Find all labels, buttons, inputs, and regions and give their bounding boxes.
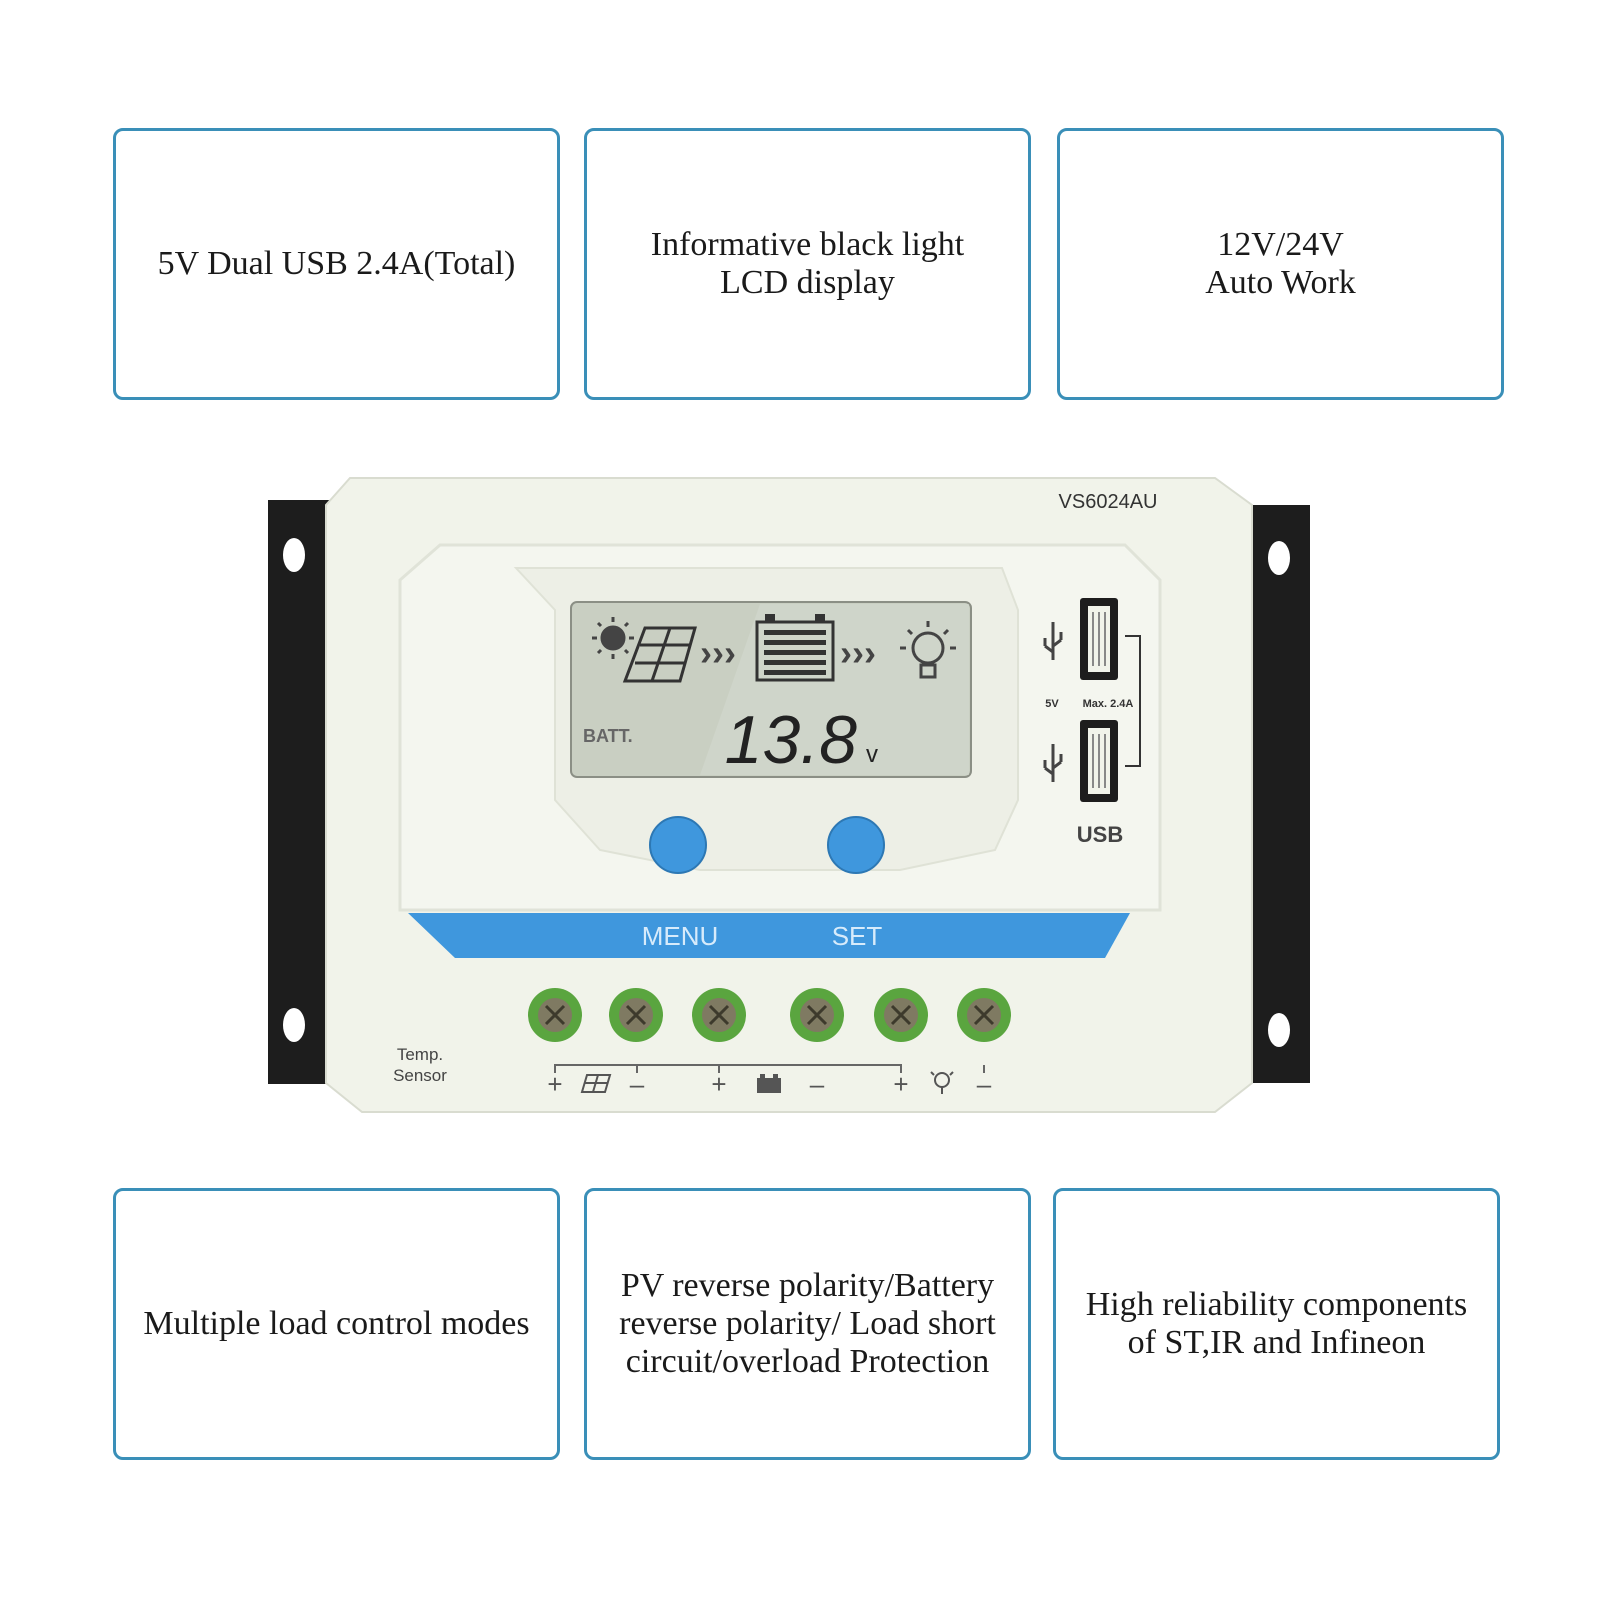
feature-card-protection: PV reverse polarity/Battery reverse pola… — [584, 1188, 1031, 1460]
terminal-pv-negative[interactable] — [609, 988, 663, 1042]
model-number: VS6024AU — [1059, 491, 1158, 513]
light-bulb-icon — [900, 621, 956, 679]
feature-text: 5V Dual USB 2.4A(Total) — [157, 245, 516, 282]
set-label: SET — [832, 921, 883, 951]
feature-text: PV reverse polarity/Battery reverse pola… — [619, 1267, 996, 1380]
usb-spec-current: Max. 2.4A — [1083, 698, 1134, 710]
button-label-strip — [408, 913, 1130, 958]
terminal-sign: – — [810, 1069, 825, 1099]
terminal-load-positive[interactable] — [874, 988, 928, 1042]
menu-label: MENU — [642, 921, 719, 951]
lcd-batt-label: BATT. — [583, 726, 633, 746]
right-bracket — [1252, 505, 1310, 1083]
menu-button[interactable] — [649, 816, 707, 874]
lcd-voltage-readout: 13.8 — [725, 702, 858, 778]
battery-icon — [755, 614, 835, 682]
feature-card-load-modes: Multiple load control modes — [113, 1188, 560, 1460]
solar-panel-icon — [580, 1074, 612, 1093]
terminal-battery-negative[interactable] — [790, 988, 844, 1042]
terminal-load-negative[interactable] — [957, 988, 1011, 1042]
feature-card-lcd: Informative black light LCD display — [584, 128, 1031, 400]
terminal-sign: + — [711, 1069, 726, 1099]
solar-panel-icon — [622, 626, 697, 683]
set-button[interactable] — [827, 816, 885, 874]
lcd-display: ››› ››› BATT. 13.8 v — [570, 601, 972, 778]
terminal-sign: – — [977, 1069, 992, 1099]
flow-arrows-icon: ››› — [840, 632, 876, 673]
terminal-battery-positive[interactable] — [692, 988, 746, 1042]
usb-port-1[interactable] — [1080, 598, 1118, 680]
feature-card-components: High reliability components of ST,IR and… — [1053, 1188, 1500, 1460]
terminal-sign: + — [547, 1069, 562, 1099]
left-bracket — [268, 500, 330, 1084]
battery-icon — [757, 1074, 781, 1093]
usb-port-2[interactable] — [1080, 720, 1118, 802]
feature-text: 12V/24V Auto Work — [1205, 226, 1356, 301]
usb-spec-voltage: 5V — [1045, 698, 1059, 710]
light-bulb-icon — [930, 1071, 954, 1094]
usb-bracket-line — [1125, 635, 1141, 767]
feature-text: Multiple load control modes — [143, 1305, 530, 1342]
terminal-pv-positive[interactable] — [528, 988, 582, 1042]
usb-symbol-icon — [1043, 744, 1063, 782]
sun-icon — [592, 617, 634, 659]
feature-text: High reliability components of ST,IR and… — [1085, 1286, 1468, 1361]
feature-card-voltage: 12V/24V Auto Work — [1057, 128, 1504, 400]
terminal-sign: – — [630, 1069, 645, 1099]
feature-text: Informative black light LCD display — [650, 226, 965, 301]
terminal-sign: + — [893, 1069, 908, 1099]
temp-sensor-label: Sensor — [393, 1066, 447, 1085]
feature-card-usb: 5V Dual USB 2.4A(Total) — [113, 128, 560, 400]
temp-sensor-label: Temp. — [397, 1045, 443, 1064]
usb-symbol-icon — [1043, 622, 1063, 660]
flow-arrows-icon: ››› — [700, 632, 736, 673]
usb-label: USB — [1077, 822, 1123, 847]
lcd-voltage-unit: v — [866, 741, 878, 768]
